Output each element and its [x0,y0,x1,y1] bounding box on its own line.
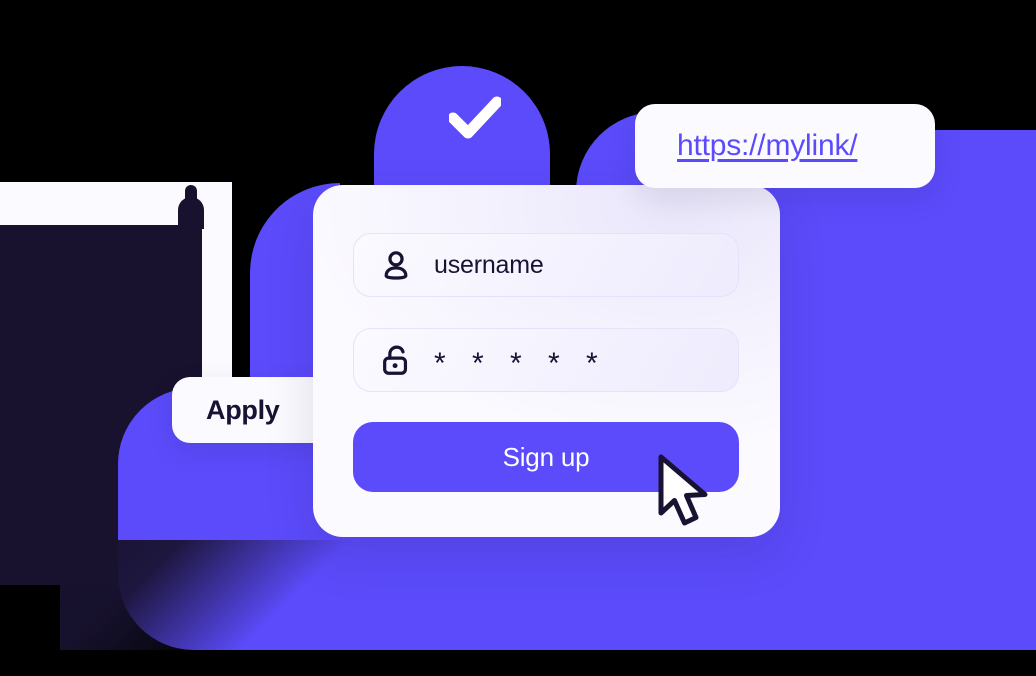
check-icon [449,96,501,139]
signup-button-label: Sign up [502,441,590,472]
username-input-value: username [434,250,544,279]
apply-button-label: Apply [206,394,280,425]
password-input-value: * * * * * [434,347,607,380]
signup-form-card: username * * * * * Sign up [313,185,780,537]
username-input[interactable]: username [353,233,739,297]
unlock-icon [378,342,414,378]
signup-button[interactable]: Sign up [353,422,739,492]
url-link-text[interactable]: https://mylink/ [677,129,858,162]
url-pill[interactable]: https://mylink/ [635,104,935,188]
bottom-letterbox [0,650,1036,676]
user-icon [378,247,414,283]
apply-button[interactable]: Apply [172,377,338,443]
navy-spire-decoration [178,185,204,229]
password-input[interactable]: * * * * * [353,328,739,392]
